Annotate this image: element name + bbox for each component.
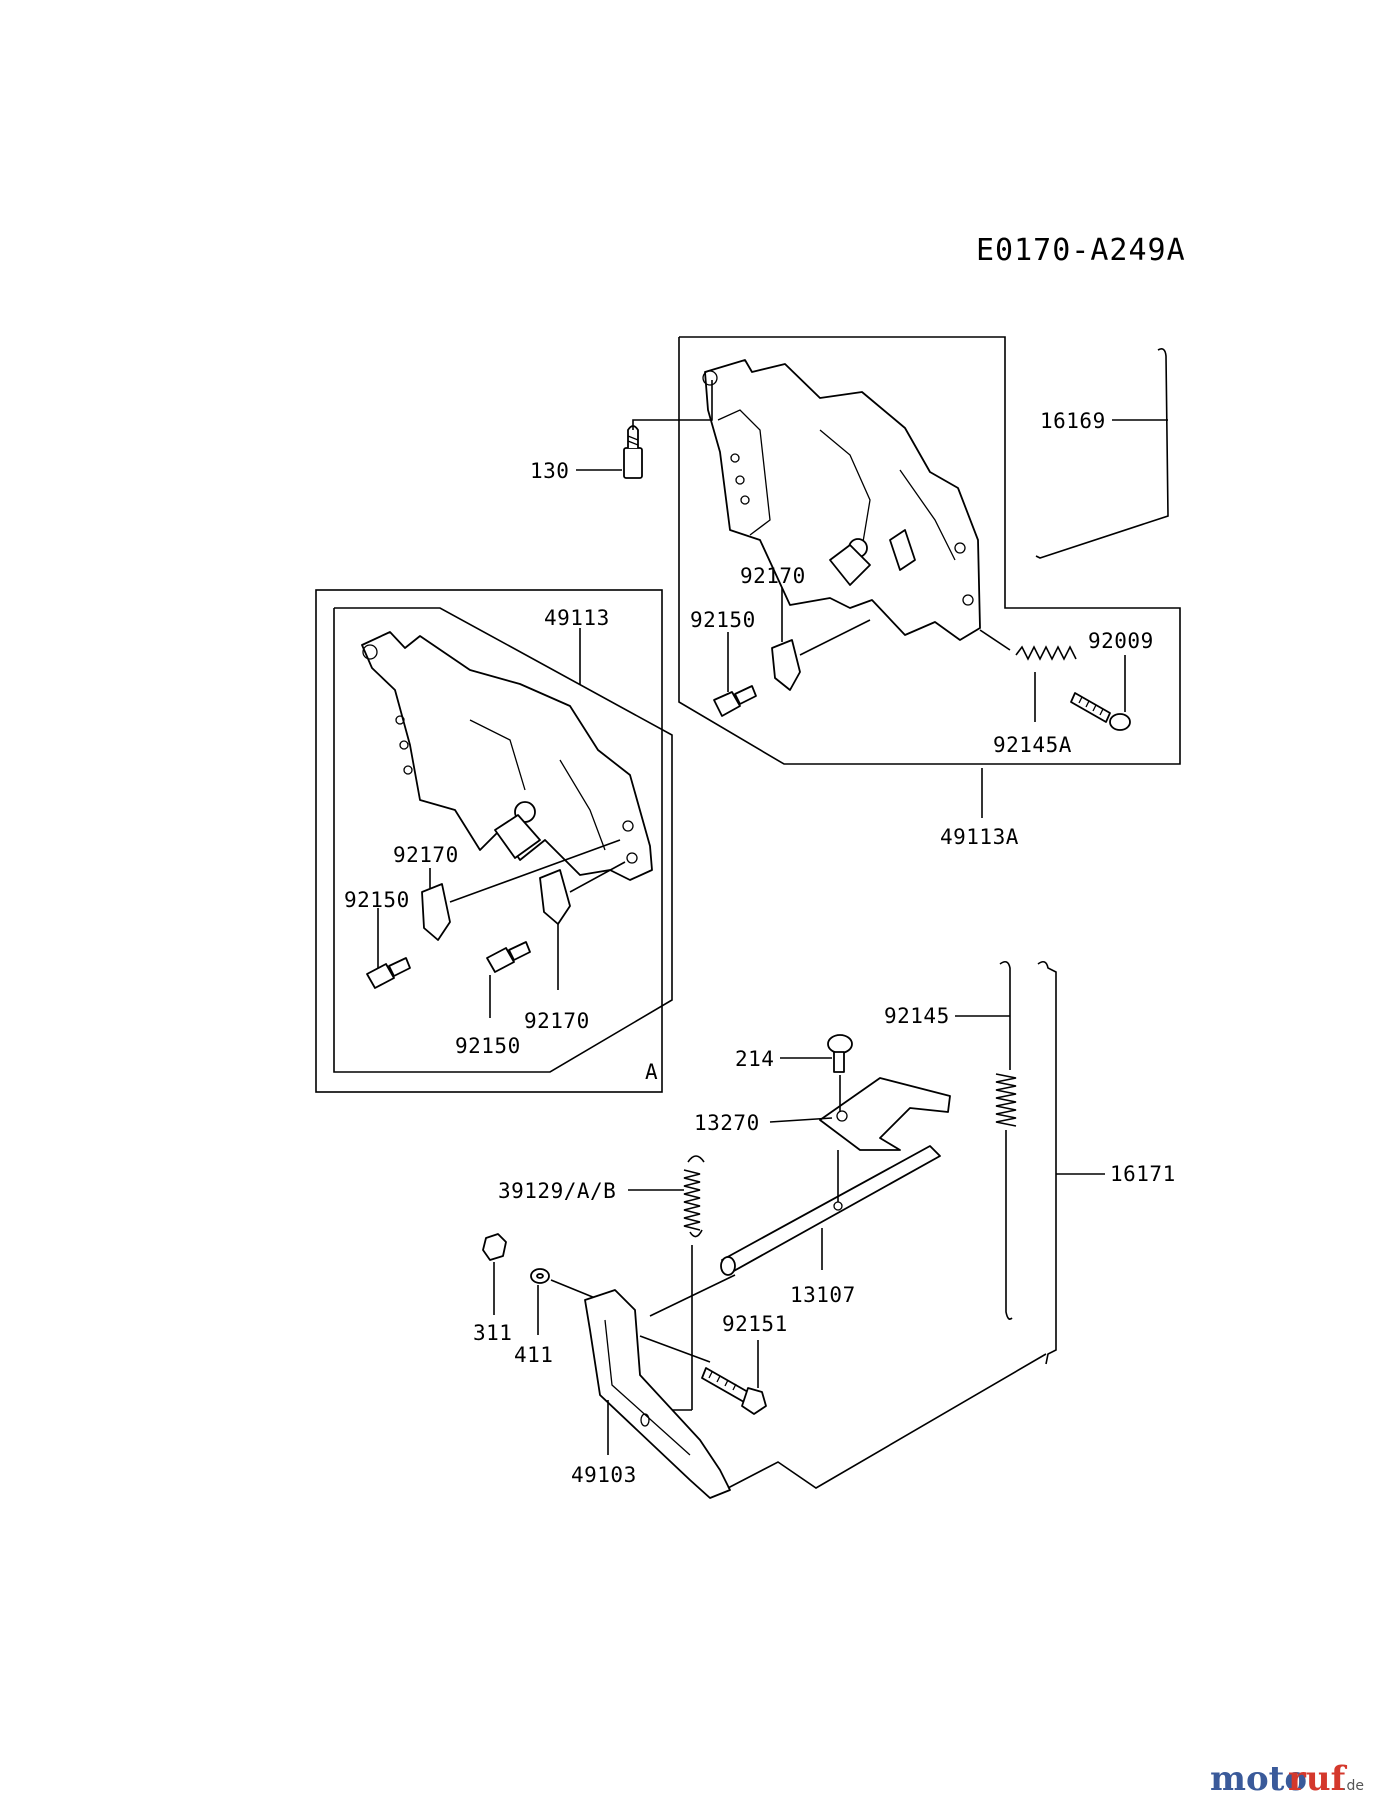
- inset-A: A: [315, 589, 673, 1093]
- callout-92170-inset-right: 92170: [524, 1009, 590, 1033]
- callouts: 16169 130 92170 92150 92009 92145A 49113…: [344, 409, 1176, 1487]
- nut-311: [482, 1233, 507, 1261]
- watermark-tld: .de: [1342, 1778, 1364, 1794]
- inset-A-label: A: [645, 1060, 658, 1084]
- watermark-brand-moto: moto: [1210, 1759, 1307, 1799]
- callout-13270: 13270: [694, 1111, 760, 1135]
- clip-92170-top: [771, 639, 801, 691]
- callout-49113A: 49113A: [940, 825, 1019, 849]
- callout-92150-top: 92150: [690, 608, 756, 632]
- plate-49113: [361, 631, 653, 881]
- clip-92170-right: [539, 869, 571, 925]
- callout-49103: 49103: [571, 1463, 637, 1487]
- callout-92145: 92145: [884, 1004, 950, 1028]
- callout-13107: 13107: [790, 1283, 856, 1307]
- screw-92150-left: [366, 957, 411, 989]
- screw-92009: [1070, 692, 1131, 731]
- callout-92145A: 92145A: [993, 733, 1072, 757]
- diagram-code: E0170-A249A: [976, 233, 1186, 268]
- assembly-49113A: [623, 336, 1181, 765]
- callout-16171: 16171: [1110, 1162, 1176, 1186]
- screw-92150-mid: [486, 941, 531, 973]
- callout-92170-top: 92170: [740, 564, 806, 588]
- screw-92150-top: [713, 685, 757, 717]
- callout-49113: 49113: [544, 606, 610, 630]
- rod-16169: [1035, 348, 1169, 559]
- spring-92145A: [1015, 645, 1077, 661]
- callout-92150-inset-left: 92150: [344, 888, 410, 912]
- callout-92151: 92151: [722, 1312, 788, 1336]
- rod-16171: [727, 960, 1057, 1489]
- lower-assembly: [482, 960, 1057, 1499]
- bolt-92151: [701, 1367, 767, 1415]
- frame-49113A: [678, 336, 1181, 765]
- callout-411: 411: [514, 1343, 553, 1367]
- callout-92150-inset-mid: 92150: [455, 1034, 521, 1058]
- lever-49103: [584, 1289, 731, 1499]
- callout-214: 214: [735, 1047, 774, 1071]
- callout-39129: 39129/A/B: [498, 1179, 616, 1203]
- callout-130: 130: [530, 459, 569, 483]
- callout-311: 311: [473, 1321, 512, 1345]
- screw-214: [827, 1034, 853, 1073]
- callout-16169: 16169: [1040, 409, 1106, 433]
- control-plate-49113A: [704, 359, 981, 641]
- inset-A-frame: [315, 589, 663, 1093]
- plate-13270: [819, 1077, 951, 1151]
- spring-92145: [995, 960, 1017, 1320]
- callout-92170-inset-left: 92170: [393, 843, 459, 867]
- watermark-logo: moto ruf .de: [1210, 1759, 1364, 1799]
- inset-A-inner-frame: [333, 607, 673, 1073]
- shaft-13107: [720, 1145, 941, 1276]
- bolt-130: [623, 380, 713, 479]
- clip-92170-left: [421, 883, 451, 941]
- callout-92009: 92009: [1088, 629, 1154, 653]
- spring-39129: [660, 1155, 705, 1411]
- watermark-brand-ruf: ruf: [1288, 1759, 1348, 1799]
